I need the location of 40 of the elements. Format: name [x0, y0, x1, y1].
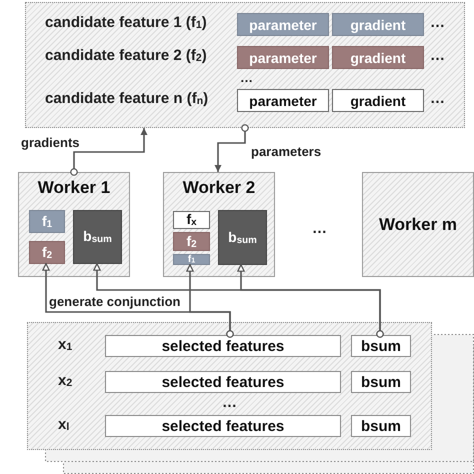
row-label: x$_{l}$	[58, 416, 70, 434]
feature-cell: bsum	[351, 371, 411, 393]
parameter-cell: gradient	[332, 13, 424, 36]
feature-cell: bsum	[351, 335, 411, 357]
feature-cell: selected features	[105, 335, 341, 357]
feature-cell: selected features	[105, 371, 341, 393]
edge-label: gradients	[20, 135, 81, 150]
parameter-cell: f$_{1}$	[29, 210, 65, 233]
ellipsis: …	[222, 394, 237, 411]
row-label: x$_{2}$	[58, 372, 72, 390]
worker-box: Worker m	[362, 172, 474, 277]
parameter-cell: f$_{x}$	[173, 211, 210, 229]
connector-arrow	[70, 128, 148, 176]
row-label: candidate feature n (f$_{n}$)	[45, 90, 208, 108]
bsum-block: b$_{sum}$	[218, 210, 267, 265]
parameter-cell: gradient	[332, 46, 424, 69]
edge-label: generate conjunction	[48, 294, 182, 309]
parameter-cell: f$_{2}$	[29, 241, 65, 264]
parameter-cell: parameter	[237, 46, 329, 69]
connector-arrow	[186, 264, 234, 338]
row-label: candidate feature 2 (f$_{2}$)	[45, 47, 207, 64]
parameter-cell: f$_{2}$	[173, 232, 210, 251]
worker-box: Worker 1 f$_{1}$ f$_{2}$ b$_{sum}$	[18, 172, 130, 277]
feature-cell: bsum	[351, 415, 411, 437]
row-label: candidate feature 1 (f$_{1}$)	[45, 14, 207, 32]
ellipsis: …	[430, 14, 445, 31]
ellipsis: …	[430, 90, 445, 107]
row-label: x$_{1}$	[58, 336, 72, 354]
feature-cell: selected features	[105, 415, 341, 437]
parameter-cell: parameter	[237, 13, 329, 36]
dotted-panel	[27, 322, 432, 450]
connector-arrow	[237, 264, 384, 338]
ellipsis: …	[312, 220, 327, 237]
ellipsis: …	[240, 70, 253, 85]
dotted-panel	[25, 2, 465, 128]
bsum-block: b$_{sum}$	[73, 210, 122, 264]
ellipsis: …	[430, 47, 445, 64]
connector-arrow	[214, 124, 249, 172]
parameter-cell: parameter	[237, 89, 329, 112]
parameter-cell: gradient	[332, 89, 424, 112]
